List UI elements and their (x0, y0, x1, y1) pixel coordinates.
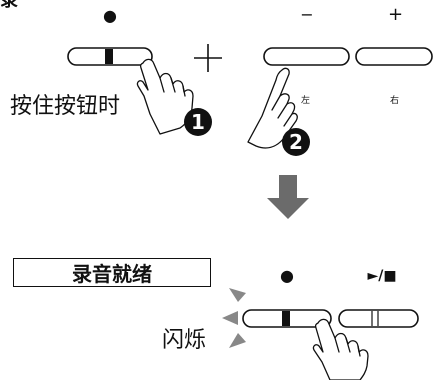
right-label: 右 (390, 96, 400, 106)
step-badge-1: 1 (184, 108, 212, 136)
record-button-top (67, 47, 153, 66)
status-box: 录音就绪 (13, 258, 211, 287)
combine-plus-icon (194, 44, 222, 72)
flashing-label: 闪烁 (162, 328, 207, 353)
minus-button (263, 47, 350, 66)
recording-ready-label: 录音就绪 (72, 262, 152, 286)
hand-icon-1 (136, 58, 194, 135)
left-label: 左 (301, 96, 311, 106)
record-symbol-top: ● (103, 6, 117, 25)
down-arrow-icon (267, 175, 309, 219)
record-symbol-bottom: ● (280, 266, 294, 285)
hand-icon-2 (247, 67, 298, 149)
play-stop-button (338, 309, 419, 328)
record-button-bottom (242, 309, 332, 328)
hold-button-label: 按住按钮时 (10, 94, 121, 119)
minus-symbol: − (300, 5, 314, 24)
step-badge-2: 2 (282, 128, 310, 156)
hand-icon-3 (312, 318, 369, 380)
corner-mark: 录 (0, 0, 18, 11)
plus-symbol: + (388, 4, 404, 25)
flash-rays-icon (222, 288, 246, 348)
plus-button (355, 47, 433, 66)
play-stop-symbol: ►/■ (367, 268, 397, 284)
